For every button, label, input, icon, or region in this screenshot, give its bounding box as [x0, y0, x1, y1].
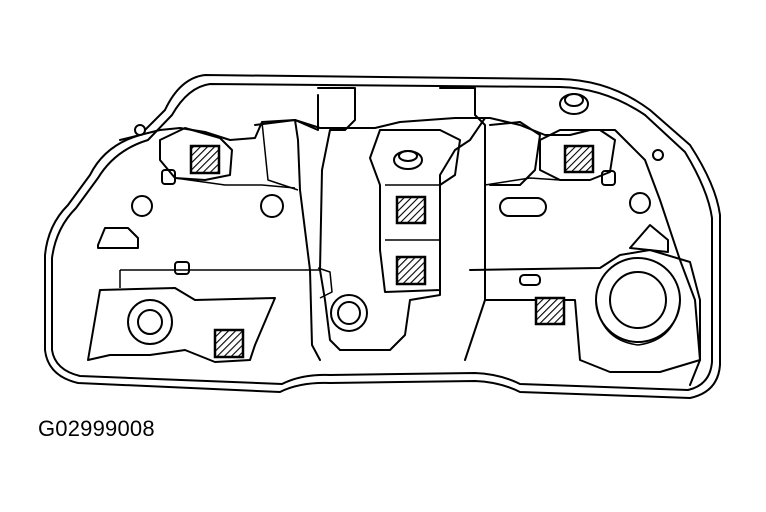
- right-cap-inner: [609, 271, 667, 329]
- center-column-left-wall: [294, 94, 319, 131]
- hole-3: [629, 192, 651, 214]
- marker-1: [189, 144, 221, 175]
- center-column: [317, 87, 486, 351]
- left-rib-face: [261, 121, 299, 191]
- left-lower-boss-outer: [127, 299, 173, 345]
- right-hump-edge: [484, 177, 561, 186]
- slot-3: [601, 170, 616, 186]
- left-hump-edge: [174, 177, 296, 189]
- marker-6: [213, 328, 245, 359]
- top-right-boss: [559, 93, 589, 115]
- panel-body: [119, 117, 701, 386]
- center-column-right: [439, 87, 486, 361]
- center-lower-pocket: [317, 267, 333, 299]
- marker-2: [563, 144, 595, 174]
- slot-4: [174, 261, 190, 275]
- left-lower-block: [87, 287, 276, 363]
- left-hump: [159, 127, 233, 181]
- slot-5: [519, 274, 541, 286]
- left-lower-boss-inner: [137, 309, 163, 335]
- tab-left: [97, 227, 139, 249]
- right-cap-rim: [595, 299, 681, 346]
- center-boss-top: [398, 150, 418, 162]
- hole-2: [260, 194, 284, 218]
- marker-3: [395, 195, 427, 225]
- tab-right: [629, 224, 669, 253]
- inner-rim: [51, 83, 713, 391]
- right-lower-block: [469, 249, 701, 373]
- center-lower-boss-outer: [330, 294, 368, 332]
- center-lower-boss-inner: [337, 301, 361, 325]
- outer-flange: [44, 74, 721, 399]
- mount-tab-right: [652, 149, 664, 161]
- marker-4: [395, 255, 427, 286]
- marker-5: [534, 296, 566, 326]
- hole-1: [131, 195, 153, 217]
- slot-2: [161, 169, 176, 185]
- top-right-boss-top: [564, 93, 584, 107]
- figure-code: G02999008: [38, 416, 155, 441]
- right-cap-outer: [595, 257, 681, 343]
- right-rib: [489, 121, 541, 186]
- slot-1: [499, 197, 547, 217]
